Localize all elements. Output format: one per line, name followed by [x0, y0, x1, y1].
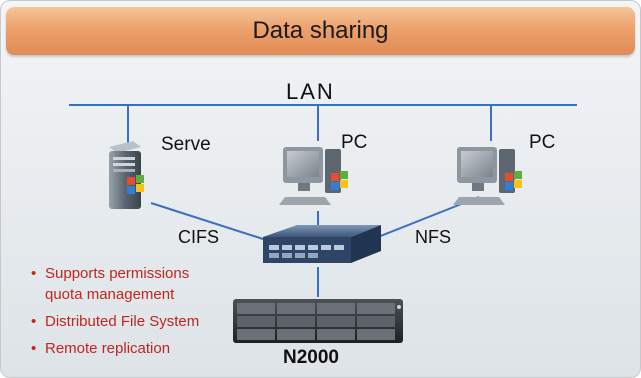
cifs-label: CIFS	[178, 227, 220, 247]
pc-left-label: PC	[341, 132, 368, 153]
pc-right-label: PC	[529, 132, 556, 153]
server-icon	[109, 141, 144, 209]
switch-icon	[263, 225, 381, 263]
storage-label: N2000	[283, 347, 339, 368]
lan-label: LAN	[286, 79, 335, 104]
pc-right-icon	[453, 147, 522, 205]
feature-item: Remote replication	[31, 338, 199, 359]
cifs-link-line	[150, 202, 264, 240]
feature-list: Supports permissions quota management Di…	[31, 263, 199, 365]
feature-item: Supports permissions quota management	[31, 263, 199, 305]
title-bar: Data sharing	[6, 7, 635, 55]
diagram-title: Data sharing	[252, 17, 389, 44]
storage-array-icon	[233, 299, 403, 343]
feature-item: Distributed File System	[31, 311, 199, 332]
nfs-label: NFS	[415, 227, 451, 247]
server-label: Serve	[161, 134, 211, 155]
pc-left-icon	[279, 147, 348, 205]
